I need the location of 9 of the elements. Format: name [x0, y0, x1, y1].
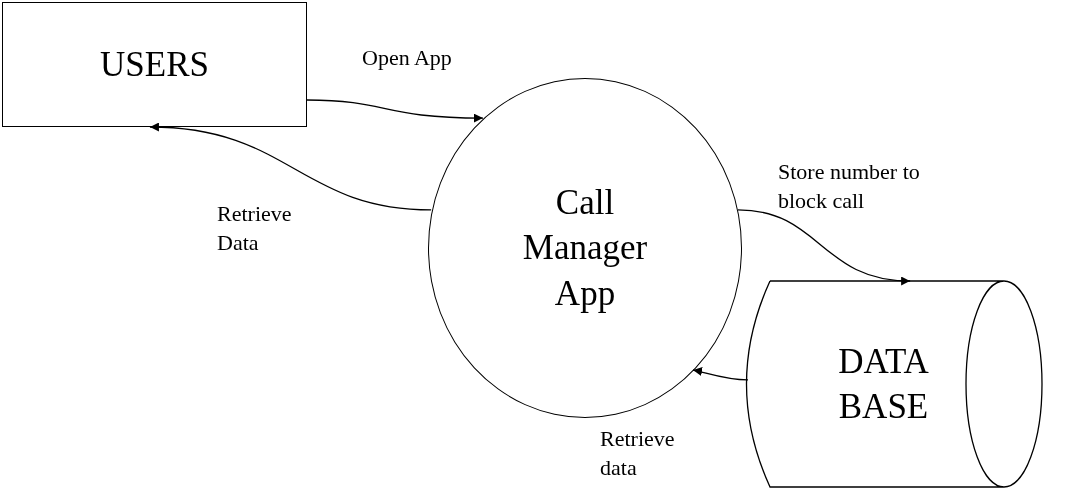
- arrow: [149, 122, 432, 211]
- arrow: [692, 367, 749, 381]
- database-cylinder: [745, 280, 1043, 488]
- entity-box: [2, 2, 307, 127]
- node-label: USERS: [100, 43, 209, 86]
- arrow: [306, 99, 484, 123]
- arrow: [737, 209, 911, 285]
- node-label: Call Manager App: [521, 181, 649, 315]
- node-label: DATA BASE: [837, 340, 930, 428]
